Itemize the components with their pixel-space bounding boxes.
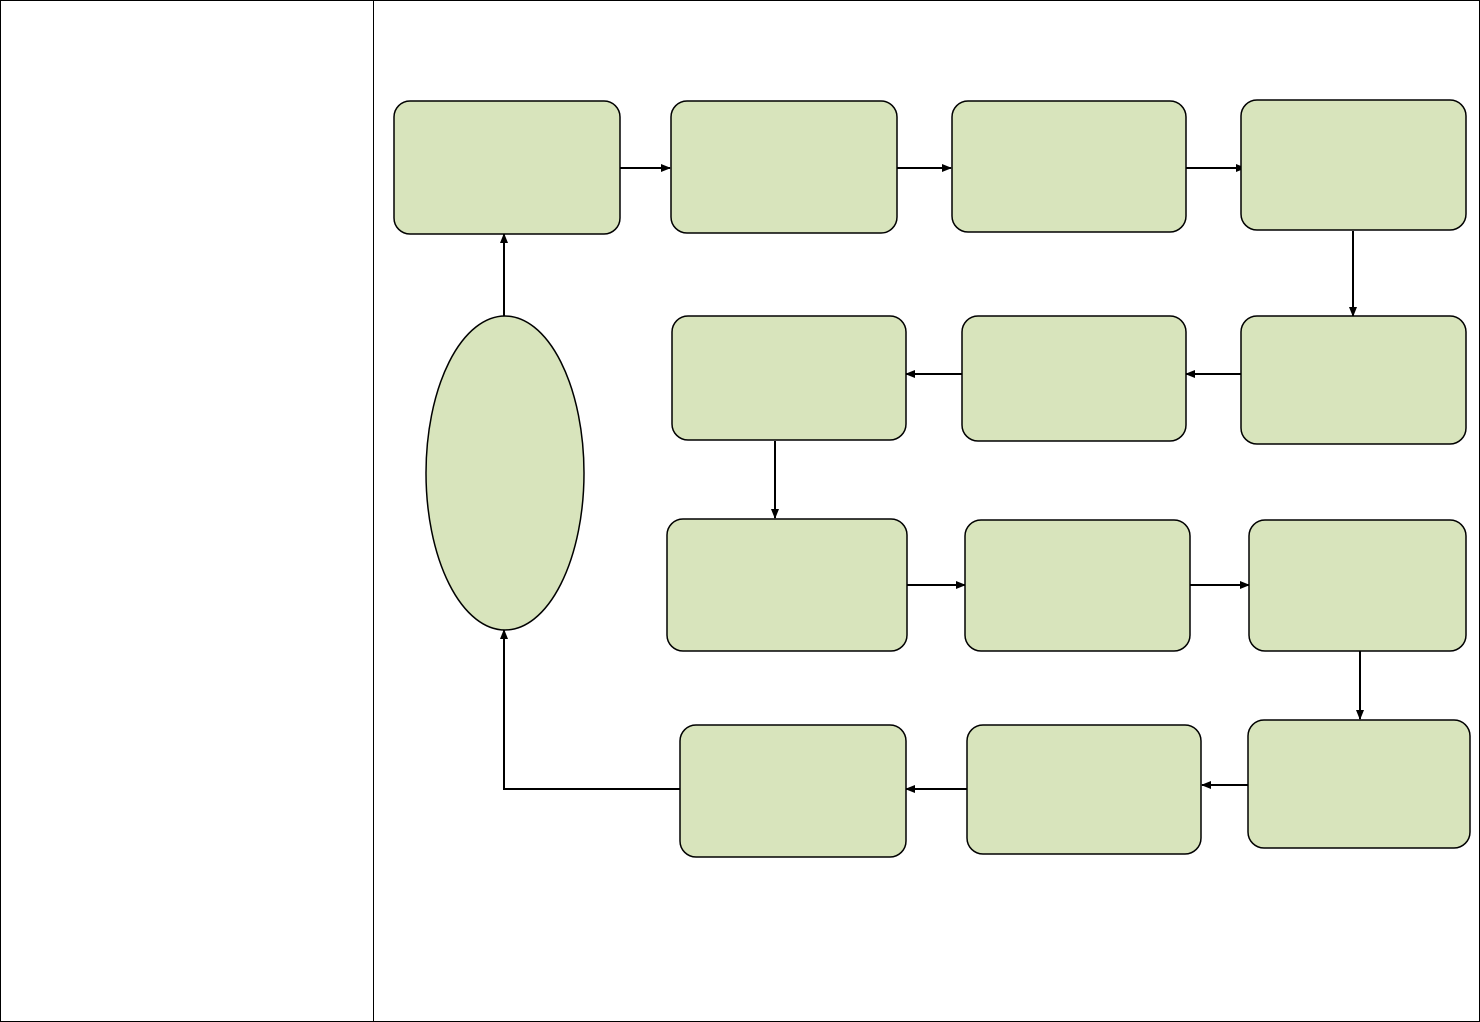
node-n9	[964, 519, 1191, 652]
node-n11	[1247, 719, 1471, 849]
node-n13	[679, 724, 907, 858]
node-hub	[425, 315, 585, 631]
node-n3	[951, 100, 1187, 233]
left-table-cell	[1, 1, 374, 1021]
node-n8	[666, 518, 908, 652]
node-n1	[393, 100, 621, 235]
edges	[500, 164, 1364, 793]
node-n10	[1248, 519, 1467, 652]
node-n7	[671, 315, 907, 441]
node-n12	[966, 724, 1202, 855]
node-n4	[1240, 99, 1467, 231]
edge-n13-hub	[500, 629, 680, 790]
nodes	[393, 99, 1471, 858]
node-n5	[1240, 315, 1467, 445]
node-n2	[670, 100, 898, 234]
node-n6	[961, 315, 1187, 442]
